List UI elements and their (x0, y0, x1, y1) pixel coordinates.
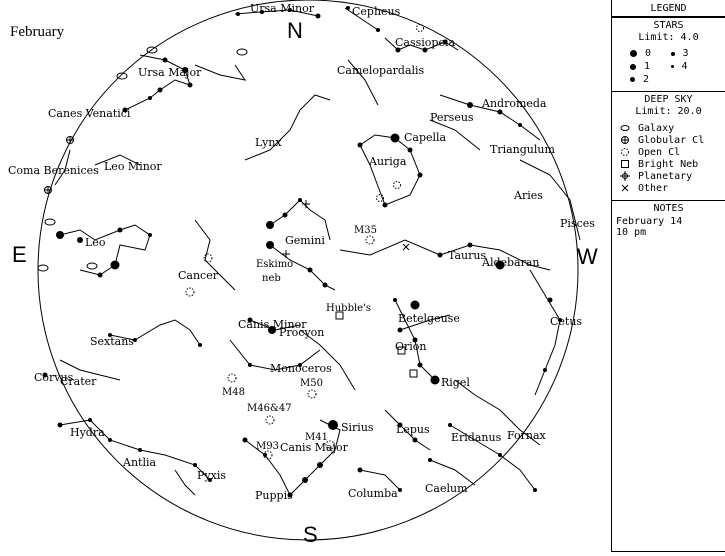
stars (42, 6, 562, 498)
magnitude-1: 1 (630, 61, 671, 72)
magnitude-4: 4 (670, 61, 712, 72)
legend-planetary: Planetary (620, 170, 719, 182)
label-m41: M41 (305, 432, 328, 443)
planetary-nebula-icon (620, 171, 630, 181)
stars-limit: Limit: 4.0 (638, 32, 699, 43)
legend-open-cluster: Open Cl (620, 146, 719, 158)
label-auriga: Auriga (368, 155, 407, 168)
stars-legend: STARS Limit: 4.0 0 3 1 4 2 (612, 18, 725, 92)
legend-bright-nebula: Bright Neb (620, 158, 719, 170)
direction-south: S (303, 522, 318, 547)
label-cepheus: Cepheus (352, 5, 401, 18)
globular-cluster-icon (621, 136, 629, 144)
label-caelum: Caelum (425, 482, 468, 495)
label-leo-minor: Leo Minor (104, 160, 162, 173)
magnitude-0: 0 (630, 48, 671, 59)
legend-other: Other (620, 182, 719, 194)
constellation-labels: Ursa Minor Cepheus Cassiopeia Camelopard… (8, 2, 595, 502)
label-m48: M48 (222, 387, 245, 398)
deep-sky-objects (37, 24, 424, 460)
label-capella: Capella (404, 131, 447, 144)
label-antlia: Antlia (122, 456, 156, 469)
label-cancer: Cancer (178, 269, 219, 282)
notes-date: February 14 (616, 216, 683, 227)
label-eridanus: Eridanus (451, 431, 502, 444)
label-pisces: Pisces (560, 217, 595, 230)
direction-west: W (577, 244, 598, 269)
label-corvus: Corvus (34, 371, 74, 384)
star-mag1-icon (630, 63, 636, 70)
star-mag3-icon (670, 51, 675, 56)
label-cassiopeia: Cassiopeia (395, 36, 455, 49)
label-crater: Crater (60, 375, 97, 388)
direction-north: N (287, 18, 303, 43)
label-puppis: Puppis (255, 489, 293, 502)
deep-sky-legend: DEEP SKY Limit: 20.0 Galaxy Globular Cl … (612, 92, 725, 201)
label-neb: neb (262, 273, 281, 284)
magnitude-3: 3 (670, 48, 712, 59)
label-rigel: Rigel (441, 376, 470, 389)
label-procyon: Procyon (279, 326, 324, 339)
label-m46-47: M46&47 (247, 403, 292, 414)
notes-section: NOTES February 14 10 pm (612, 201, 725, 240)
label-fornax: Fornax (507, 429, 547, 442)
label-lepus: Lepus (396, 423, 430, 436)
label-m35: M35 (354, 225, 377, 236)
label-aldebaran: Aldebaran (481, 256, 540, 269)
label-aries: Aries (513, 189, 543, 202)
label-leo: Leo (85, 236, 106, 249)
stars-title: STARS (653, 20, 684, 31)
legend-panel: LEGEND STARS Limit: 4.0 0 3 1 4 2 DEEP S… (611, 0, 725, 552)
star-mag0-icon (630, 50, 637, 57)
bright-nebula-icon (621, 160, 629, 168)
notes-time: 10 pm (616, 227, 647, 238)
other-icon (621, 184, 629, 192)
notes-title: NOTES (653, 203, 684, 214)
label-sirius: Sirius (341, 421, 374, 434)
magnitude-2: 2 (630, 74, 671, 85)
label-ursa-minor: Ursa Minor (250, 2, 315, 15)
legend-galaxy: Galaxy (620, 122, 719, 134)
galaxy-icon (620, 125, 630, 131)
label-canes-venatici: Canes Venatici (48, 107, 131, 120)
deep-sky-title: DEEP SKY (644, 94, 693, 105)
label-orion: Orion (395, 340, 427, 353)
label-sextans: Sextans (90, 335, 134, 348)
label-m50: M50 (300, 378, 323, 389)
month-title: February (10, 24, 65, 40)
other-objects (282, 200, 410, 258)
label-andromeda: Andromeda (481, 97, 547, 110)
legend-title: LEGEND (612, 0, 725, 17)
label-hubbles: Hubble's (326, 303, 371, 314)
legend-globular: Globular Cl (620, 134, 719, 146)
label-ursa-major: Ursa Major (138, 66, 202, 79)
star-chart: Ursa Minor Cepheus Cassiopeia Camelopard… (8, 0, 598, 547)
label-m93: M93 (256, 441, 279, 452)
deep-sky-limit: Limit: 20.0 (635, 106, 702, 117)
label-pyxis: Pyxis (197, 469, 226, 482)
direction-east: E (12, 242, 27, 267)
label-gemini: Gemini (285, 234, 325, 247)
deep-sky-labels: M35 Eskimo neb Hubble's M48 M50 M46&47 M… (222, 225, 377, 452)
label-columba: Columba (348, 487, 398, 500)
label-taurus: Taurus (448, 249, 486, 262)
label-coma-berenices: Coma Berenices (8, 164, 99, 177)
star-mag4-icon (670, 65, 674, 68)
label-eskimo: Eskimo (256, 259, 293, 270)
label-hydra: Hydra (70, 426, 105, 439)
label-betelgeuse: Betelgeuse (398, 312, 460, 325)
legend-header: LEGEND (612, 0, 725, 18)
open-cluster-icon (621, 148, 629, 156)
label-camelopardalis: Camelopardalis (337, 64, 425, 77)
star-mag2-icon (630, 77, 635, 82)
label-lynx: Lynx (255, 136, 282, 149)
horizon-circle (37, 0, 579, 541)
label-monoceros: Monoceros (270, 362, 332, 375)
sky-map: Ursa Minor Cepheus Cassiopeia Camelopard… (8, 0, 595, 541)
label-canis-major: Canis Major (280, 441, 349, 454)
label-canis-minor: Canis Minor (238, 318, 307, 331)
label-perseus: Perseus (430, 111, 474, 124)
label-triangulum: Triangulum (490, 143, 555, 156)
label-cetus: Cetus (550, 315, 582, 328)
